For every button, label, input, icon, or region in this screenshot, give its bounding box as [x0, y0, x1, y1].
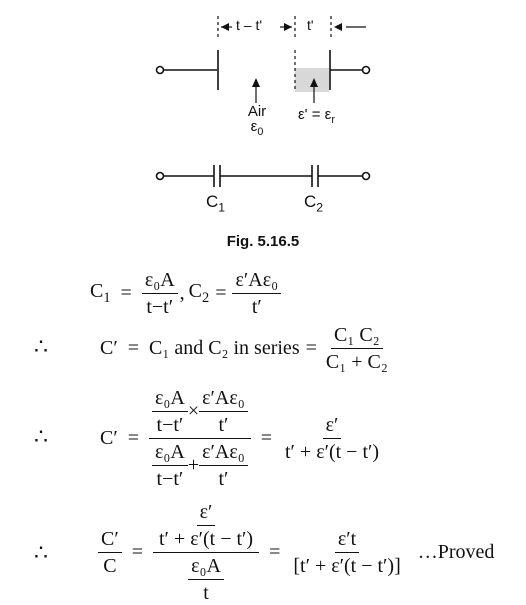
equals-sign: = [215, 281, 227, 304]
dim-t-prime: t' [307, 17, 314, 33]
eq2-frac-num: C₁ C₂ [331, 323, 383, 349]
eq2-text: C₁ and C₂ in series [149, 336, 300, 359]
eq1-frac2-den: t′ [251, 295, 262, 318]
equals-sign: = [305, 336, 317, 359]
dim-t-minus-t-prime: t – t' [236, 17, 263, 33]
eq1-frac1-num: ε₀A [141, 268, 178, 294]
eq1-frac2: ε′Aε₀ t′ [232, 268, 282, 319]
equation-4: C′ C = ε′ t′ + ε′(t − t′) ε₀A t = ε′t [t… [98, 500, 494, 604]
eq4-lhs: C′ C [98, 527, 122, 578]
dielectric-label: ε' = εr [298, 106, 335, 126]
therefore-symbol: ∴ [34, 334, 48, 359]
capacitor-figure [155, 16, 371, 187]
equals-sign: = [127, 426, 139, 449]
eq3-c: ε₀A t−t′ [152, 440, 188, 491]
equation-3: C′ = ε₀A t−t′ × ε′Aε₀ t′ ε₀A t−t′ + ε′Aε… [100, 380, 382, 496]
equals-sign: = [131, 540, 143, 563]
c1-label: C1 [206, 192, 226, 215]
equals-sign: = [127, 336, 139, 359]
figure-caption: Fig. 5.16.5 [226, 233, 300, 250]
eq1-c2: C2 [188, 279, 210, 306]
eq4-big-frac: ε′ t′ + ε′(t − t′) ε₀A t [153, 500, 260, 605]
air-eps: ε0 [250, 118, 264, 138]
equals-sign: = [269, 540, 281, 563]
eq1-frac1-den: t−t′ [146, 295, 174, 318]
eq2-frac: C₁ C₂ C₁ + C₂ [323, 323, 391, 374]
eq2-lhs: C′ [100, 336, 118, 359]
eq3-big-frac: ε₀A t−t′ × ε′Aε₀ t′ ε₀A t−t′ + ε′Aε₀ t′ [149, 386, 251, 491]
eq2-frac-den: C₁ + C₂ [325, 350, 388, 373]
eq1-lhs: C1 [90, 279, 111, 306]
times-sign: × [187, 400, 200, 422]
proved-text: …Proved [417, 540, 495, 563]
eq4-top: ε′ t′ + ε′(t − t′) [159, 500, 254, 550]
therefore-symbol: ∴ [34, 424, 48, 449]
air-text: Air [247, 103, 267, 120]
eq1-frac1: ε₀A t−t′ [141, 268, 178, 319]
eq4-result: ε′t [t′ + ε′(t − t′)] [293, 527, 401, 577]
equals-sign: = [260, 426, 272, 449]
c2-label: C2 [304, 192, 324, 215]
plus-sign: + [187, 454, 200, 476]
eq3-b: ε′Aε₀ t′ [199, 386, 248, 437]
equation-2: C′ = C₁ and C₂ in series = C₁ C₂ C₁ + C₂ [100, 322, 391, 374]
equation-1: C1 = ε₀A t−t′ , C2 = ε′Aε₀ t′ [90, 268, 282, 319]
therefore-symbol: ∴ [34, 540, 48, 565]
eq3-result: ε′ t′ + ε′(t − t′) [284, 413, 380, 463]
eq3-a: ε₀A t−t′ [152, 386, 188, 437]
eq3-d: ε′Aε₀ t′ [199, 440, 248, 491]
equals-sign: = [120, 281, 132, 304]
eq1-frac2-num: ε′Aε₀ [232, 268, 282, 294]
eq4-bottom: ε₀A t [188, 554, 224, 605]
eq3-lhs: C′ [100, 426, 118, 449]
air-label: Air ε0 [244, 104, 270, 140]
